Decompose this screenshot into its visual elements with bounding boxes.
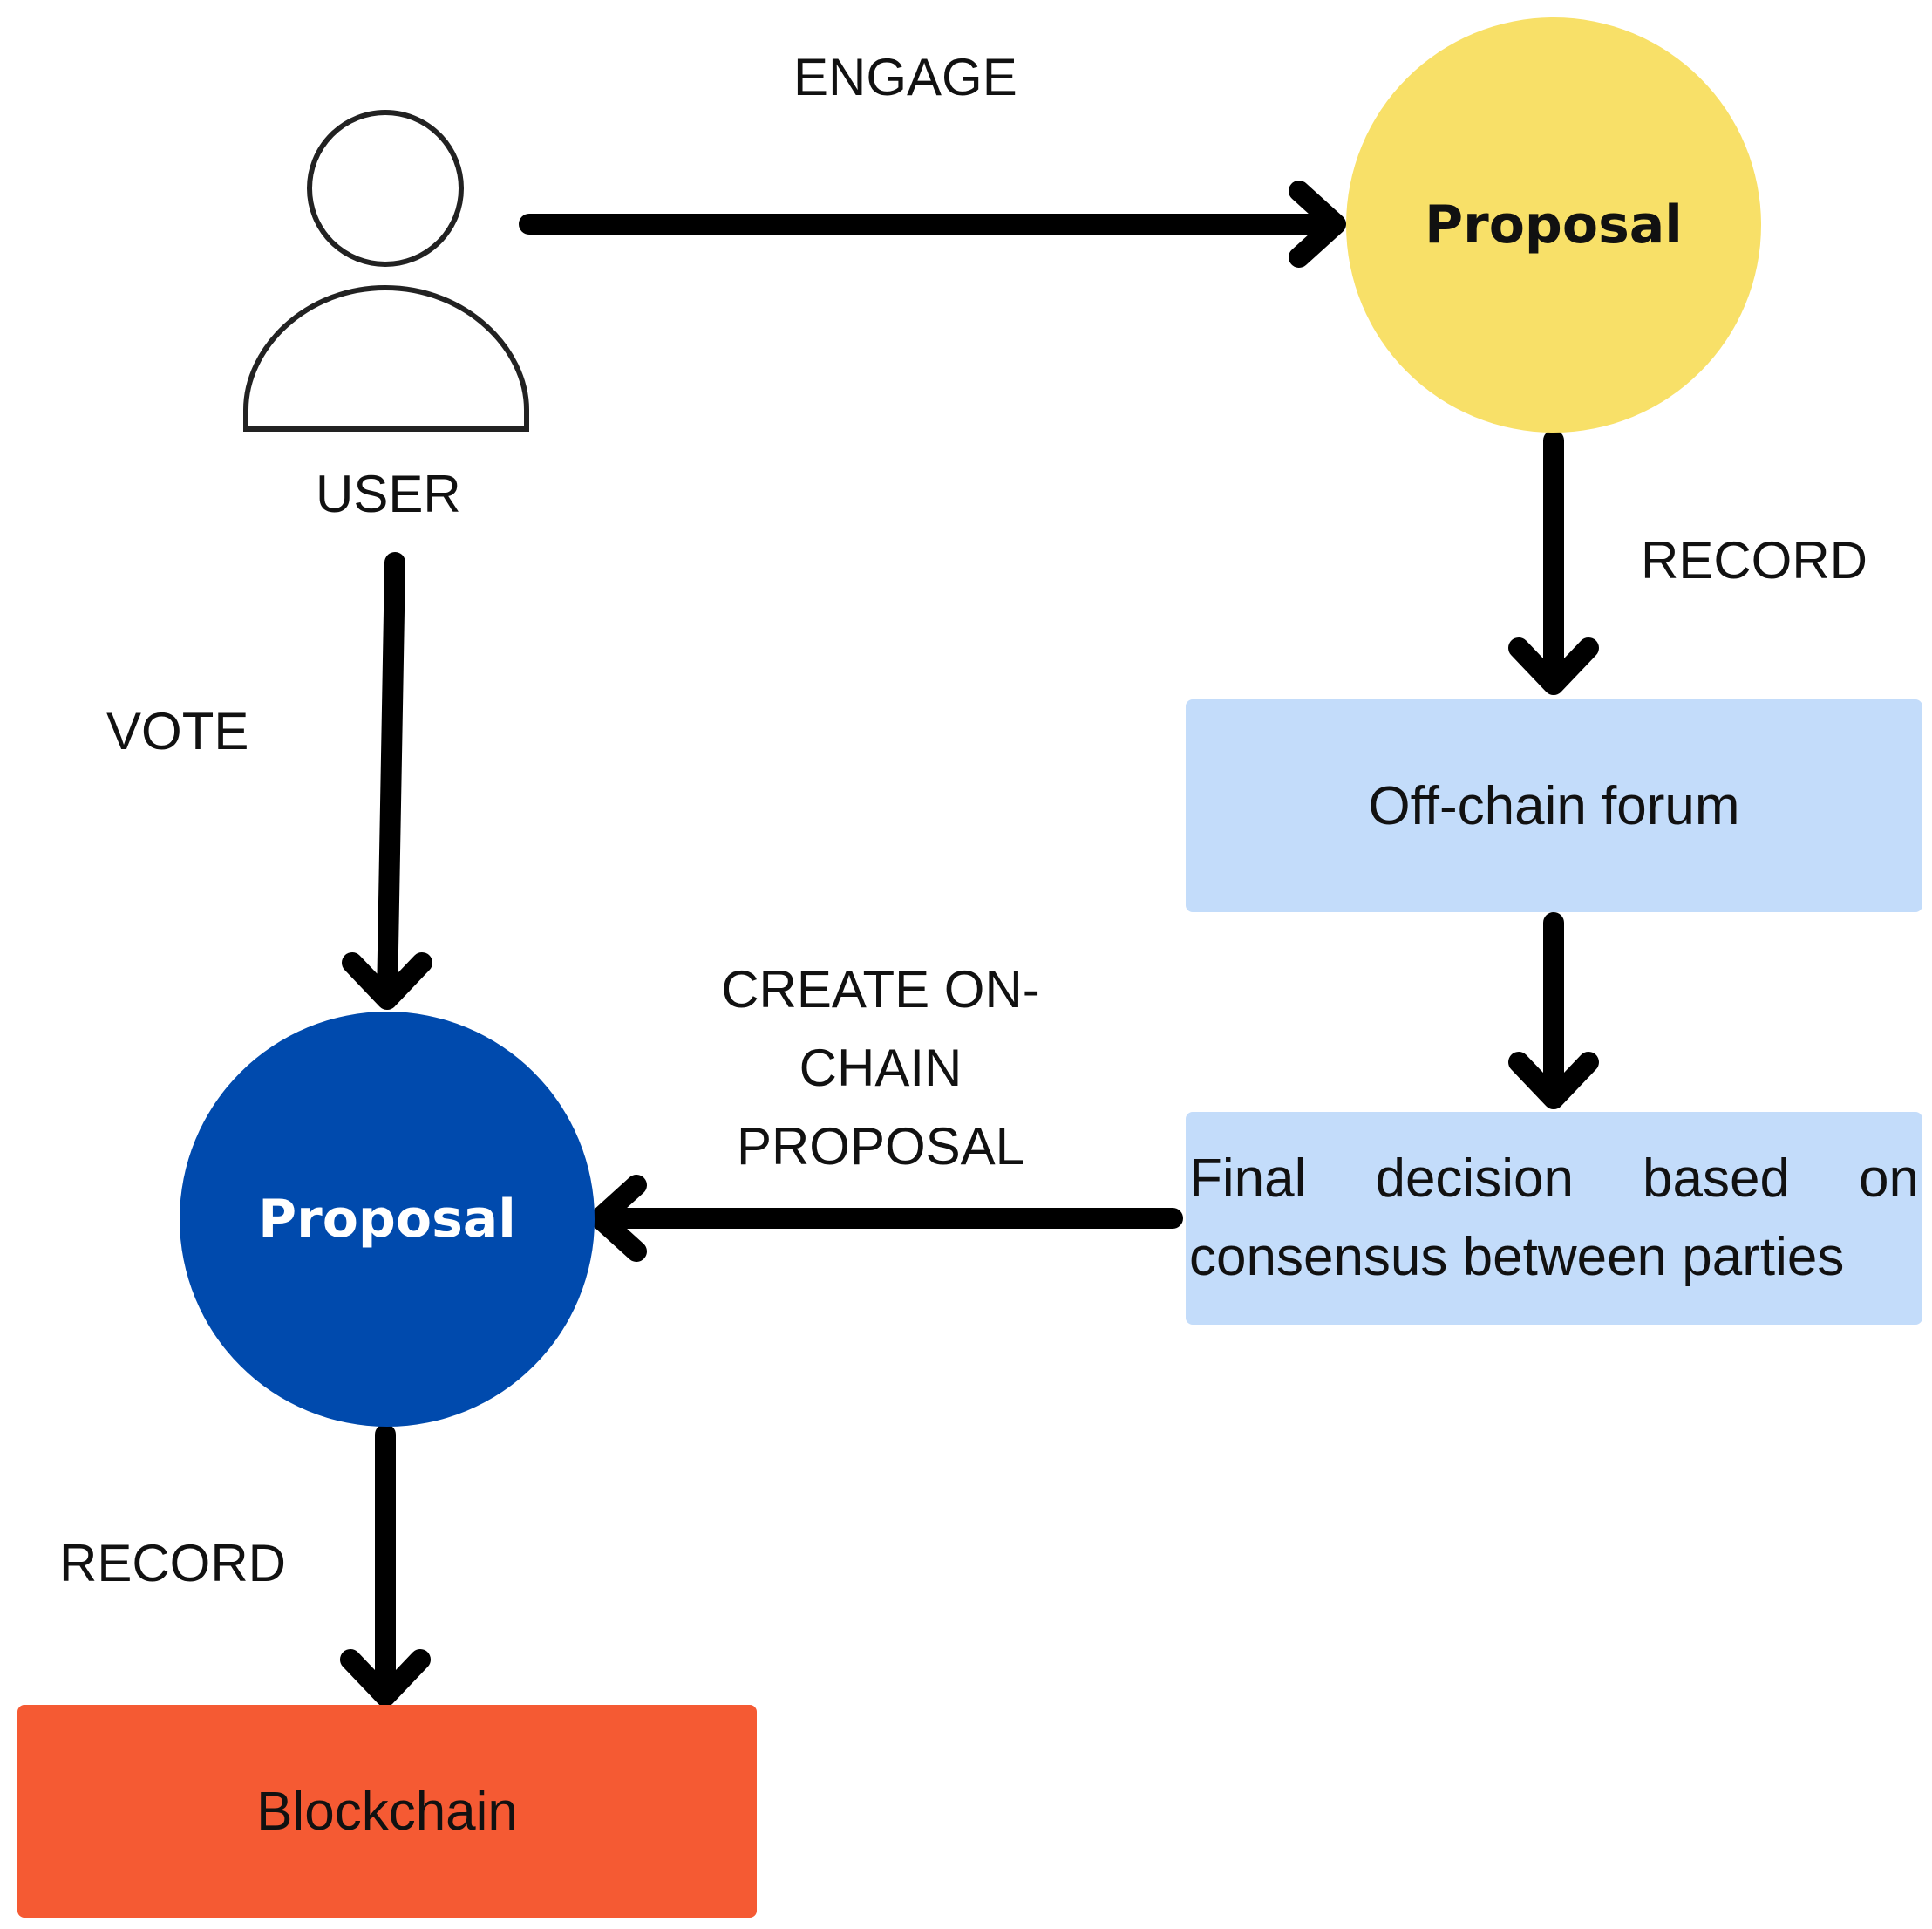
create-onchain-label-line3: PROPOSAL [736, 1117, 1025, 1176]
forum-to-decision-arrowhead [1508, 1052, 1599, 1109]
proposal-onchain-node: Proposal [180, 1012, 595, 1427]
final-decision-label: Final decision based on consensus betwee… [1189, 1149, 1919, 1287]
record-top-label: RECORD [1641, 531, 1868, 590]
engage-label: ENGAGE [793, 48, 1017, 106]
record-bottom-arrowhead [340, 1649, 431, 1707]
vote-arrow [377, 552, 405, 1009]
user-label: USER [316, 465, 461, 523]
create-onchain-arrowhead [589, 1175, 647, 1262]
create-onchain-label: CREATE ON- CHAIN PROPOSAL [689, 951, 1072, 1186]
vote-label: VOTE [106, 702, 249, 760]
final-decision-box: Final decision based on consensus betwee… [1186, 1112, 1922, 1325]
blockchain-label: Blockchain [256, 1781, 518, 1842]
create-onchain-label-line2: CHAIN [799, 1039, 963, 1097]
proposal-onchain-label: Proposal [258, 1189, 516, 1250]
vote-arrowhead [342, 952, 432, 1010]
engage-arrowhead [1289, 181, 1346, 268]
create-onchain-label-line1: CREATE ON- [721, 960, 1040, 1019]
record-top-arrowhead [1508, 637, 1599, 695]
proposal-offchain-node: Proposal [1346, 17, 1761, 433]
offchain-forum-box: Off-chain forum [1186, 699, 1922, 912]
proposal-offchain-label: Proposal [1425, 194, 1683, 256]
offchain-forum-label: Off-chain forum [1368, 775, 1740, 836]
blockchain-box: Blockchain [17, 1705, 757, 1918]
record-bottom-label: RECORD [59, 1534, 287, 1592]
user-icon [243, 110, 529, 432]
